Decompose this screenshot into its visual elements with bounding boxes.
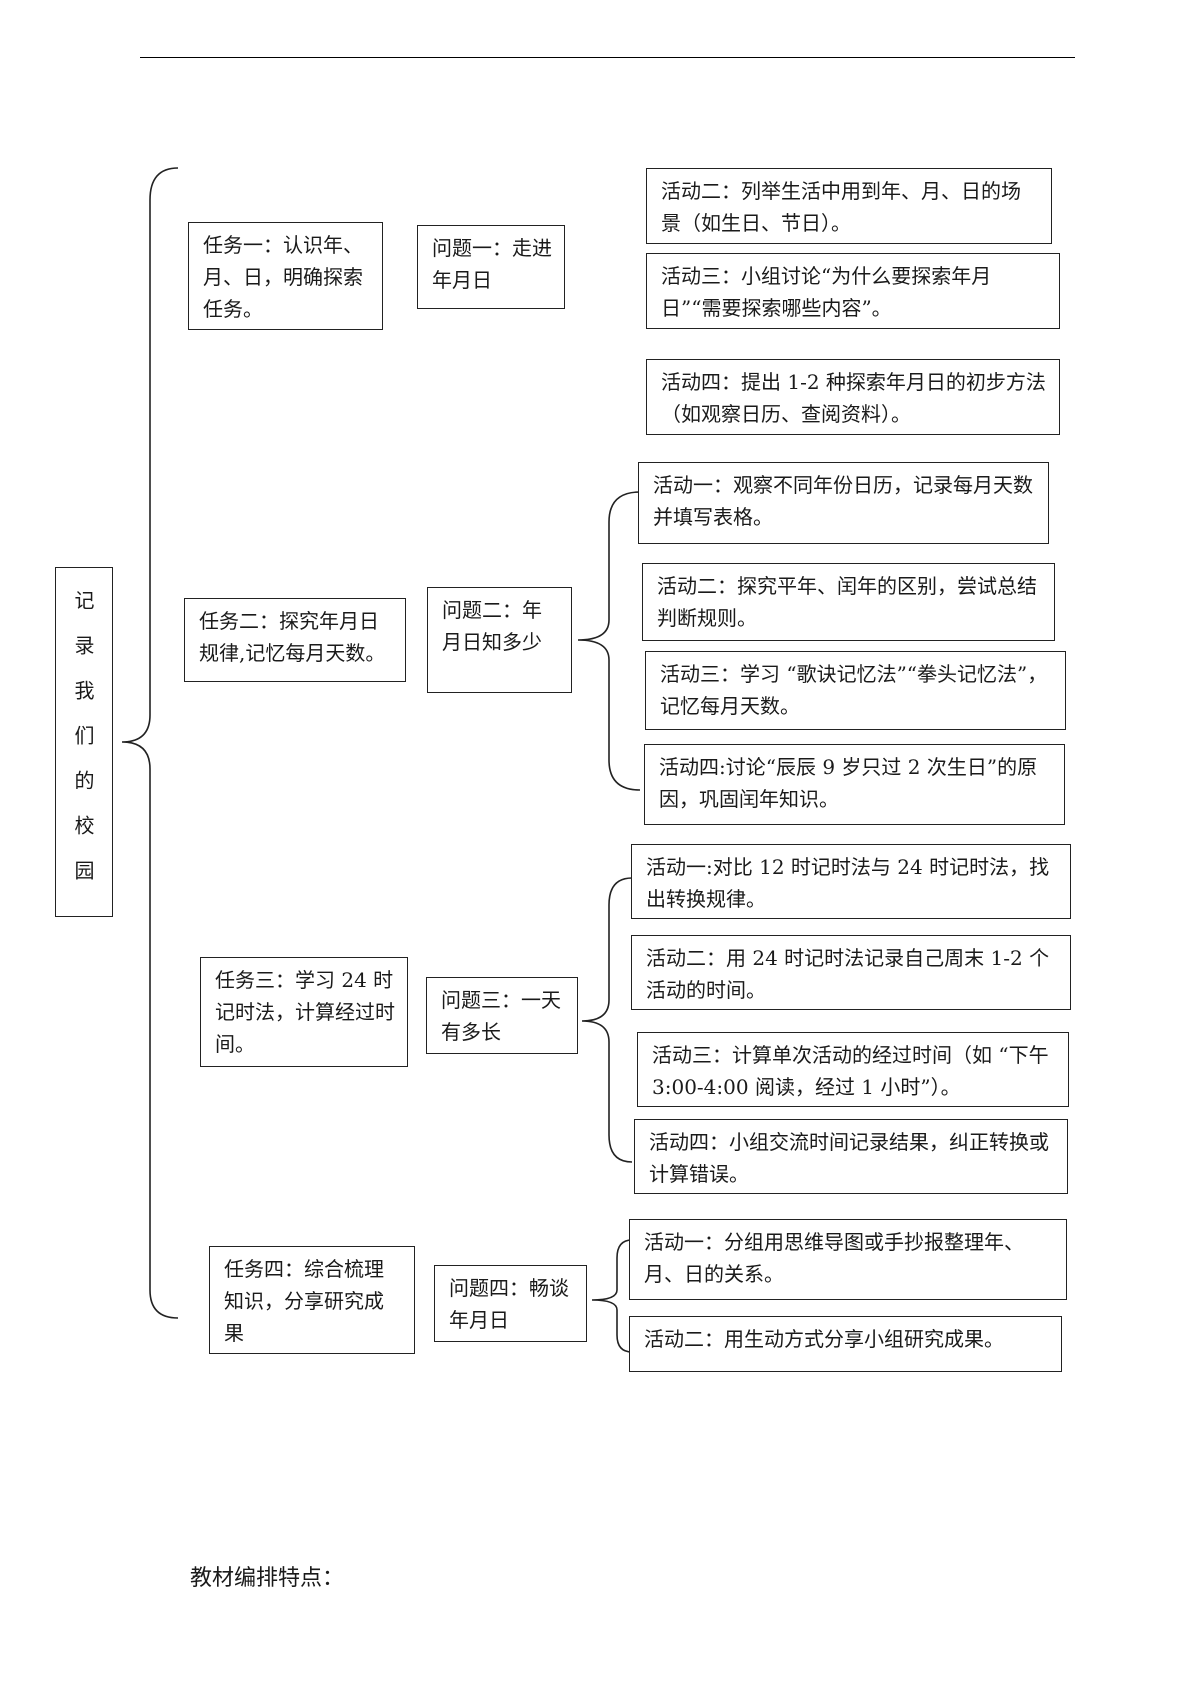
brace-task3 — [581, 877, 633, 1163]
task-4-activity-1: 活动一：分组用思维导图或手抄报整理年、月、日的关系。 — [629, 1219, 1067, 1300]
task-2-activity-3: 活动三：学习 “歌诀记忆法”“拳头记忆法”，记忆每月天数。 — [645, 651, 1066, 730]
task-4-box: 任务四：综合梳理知识，分享研究成果 — [209, 1246, 415, 1354]
question-4-box: 问题四：畅谈年月日 — [434, 1265, 587, 1342]
brace-task2 — [577, 491, 641, 791]
task-3-activity-4: 活动四：小组交流时间记录结果，纠正转换或计算错误。 — [634, 1119, 1068, 1194]
main-brace — [121, 167, 179, 1319]
question-1-box: 问题一：走进年月日 — [417, 225, 565, 309]
task-3-activity-3: 活动三：计算单次活动的经过时间（如 “下午 3:00-4:00 阅读，经过 1 … — [637, 1032, 1069, 1107]
task-2-activity-4: 活动四:讨论“辰辰 9 岁只过 2 次生日”的原因，巩固闰年知识。 — [644, 744, 1065, 825]
task-2-activity-1: 活动一：观察不同年份日历，记录每月天数并填写表格。 — [638, 462, 1049, 544]
question-3-box: 问题三：一天有多长 — [426, 977, 578, 1054]
task-3-box: 任务三：学习 24 时记时法，计算经过时间。 — [200, 957, 408, 1067]
footer-heading: 教材编排特点： — [190, 1566, 345, 1591]
task-1-activity-4: 活动四：提出 1-2 种探索年月日的初步方法（如观察日历、查阅资料）。 — [646, 359, 1060, 435]
task-3-activity-1: 活动一:对比 12 时记时法与 24 时记时法，找出转换规律。 — [631, 844, 1071, 919]
task-1-box: 任务一：认识年、月、日，明确探索任务。 — [188, 222, 383, 330]
task-3-activity-2: 活动二：用 24 时记时法记录自己周末 1-2 个活动的时间。 — [631, 935, 1071, 1010]
task-2-box: 任务二：探究年月日规律,记忆每月天数。 — [184, 598, 406, 682]
question-2-box: 问题二：年月日知多少 — [427, 587, 572, 693]
root-node: 记录我们的校园 — [55, 567, 113, 917]
brace-task4 — [591, 1239, 633, 1353]
task-1-activity-2: 活动二：列举生活中用到年、月、日的场景（如生日、节日）。 — [646, 168, 1052, 244]
task-4-activity-2: 活动二：用生动方式分享小组研究成果。 — [629, 1316, 1062, 1372]
task-2-activity-2: 活动二：探究平年、闰年的区别，尝试总结判断规则。 — [642, 563, 1055, 641]
header-rule — [140, 57, 1075, 58]
task-1-activity-3: 活动三：小组讨论“为什么要探索年月日”“需要探索哪些内容”。 — [646, 253, 1060, 329]
